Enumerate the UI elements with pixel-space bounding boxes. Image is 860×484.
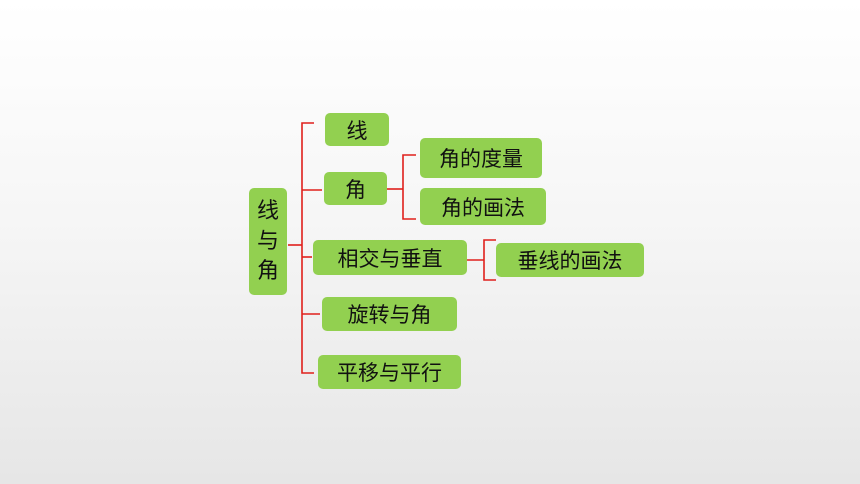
root-char-2: 与 [256, 228, 279, 254]
root-node-line-and-angle: 线 与 角 [249, 188, 287, 295]
node-angle: 角 [324, 172, 387, 205]
node-line: 线 [325, 113, 389, 146]
perpendicular-sub-bracket [467, 239, 496, 281]
root-char-1: 线 [256, 198, 279, 224]
node-perpendicular-drawing: 垂线的画法 [496, 243, 644, 277]
angle-sub-bracket [387, 154, 416, 220]
node-angle-drawing: 角的画法 [420, 188, 546, 225]
main-bracket [288, 122, 322, 374]
node-translation-parallel: 平移与平行 [318, 355, 461, 389]
node-angle-measure: 角的度量 [420, 138, 542, 178]
root-char-3: 角 [256, 258, 279, 284]
node-rotation-angle: 旋转与角 [322, 297, 457, 331]
node-intersect-perpendicular: 相交与垂直 [313, 240, 467, 275]
